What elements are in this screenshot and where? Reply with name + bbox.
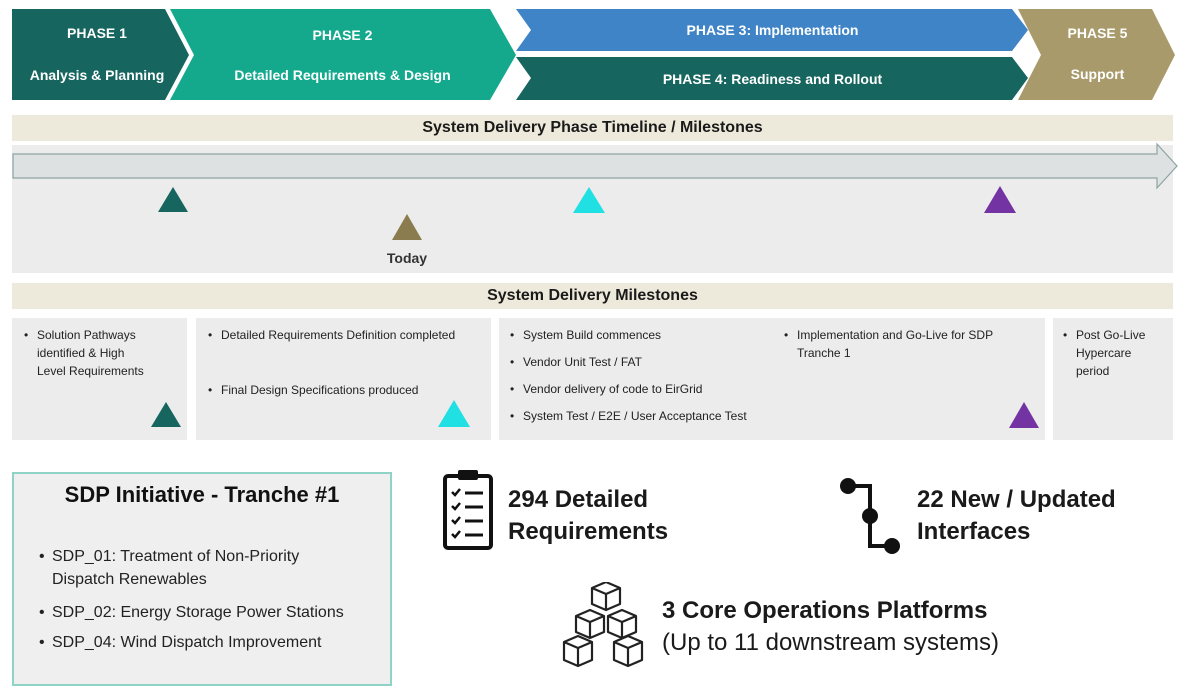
requirements-stat-line1: 294 Detailed	[508, 486, 649, 513]
milestone-item: Solution Pathways identified & High Leve…	[24, 326, 155, 380]
phase-5-title: PHASE 5	[1067, 25, 1128, 41]
milestone-item: System Test / E2E / User Acceptance Test	[510, 407, 783, 425]
phase-chevrons	[12, 9, 1175, 100]
milestones-title: System Delivery Milestones	[12, 283, 1173, 309]
today-marker	[392, 214, 422, 240]
phase-1-subtitle: Analysis & Planning	[29, 67, 165, 83]
milestone-marker-phase-1	[158, 187, 188, 212]
today-label: Today	[386, 250, 428, 266]
milestone-item: Final Design Specifications produced	[208, 381, 486, 399]
milestone-box-4-marker	[1009, 402, 1039, 428]
platforms-stat-line1: 3 Core Operations Platforms	[662, 597, 988, 624]
initiative-item: SDP_01: Treatment of Non-Priority Dispat…	[39, 545, 352, 591]
interfaces-stat-line1: 22 New / Updated	[917, 486, 1116, 513]
milestone-item: System Build commences	[510, 326, 773, 344]
phase-5-subtitle: Support	[1070, 66, 1125, 82]
phase-2-title: PHASE 2	[312, 27, 373, 43]
milestone-item: Detailed Requirements Definition complet…	[208, 326, 486, 344]
milestone-item: Vendor delivery of code to EirGrid	[510, 380, 773, 398]
phase-3-title: PHASE 3: Implementation	[686, 22, 859, 38]
timeline-title: System Delivery Phase Timeline / Milesto…	[12, 115, 1173, 141]
initiative-item: SDP_02: Energy Storage Power Stations	[39, 601, 382, 624]
phase-4-chevron	[516, 57, 1028, 100]
milestone-marker-phase-4	[984, 186, 1016, 213]
phase-5-chevron	[1018, 9, 1175, 100]
phase-1-title: PHASE 1	[67, 25, 127, 41]
checklist-icon	[443, 470, 493, 550]
cubes-icon	[562, 582, 644, 668]
milestone-box-1-marker	[151, 402, 181, 427]
phase-2-subtitle: Detailed Requirements & Design	[234, 67, 451, 83]
initiative-item: SDP_04: Wind Dispatch Improvement	[39, 631, 382, 654]
platforms-stat-line2: (Up to 11 downstream systems)	[662, 629, 999, 656]
timeline-arrow	[12, 142, 1178, 190]
milestone-item: Implementation and Go-Live for SDP Tranc…	[784, 326, 1022, 362]
requirements-stat-line2: Requirements	[508, 518, 669, 545]
phase-4-title: PHASE 4: Readiness and Rollout	[662, 71, 883, 87]
milestone-item: Vendor Unit Test / FAT	[510, 353, 773, 371]
milestone-marker-phase-3	[573, 187, 605, 213]
milestone-item: Post Go-Live Hypercare period	[1063, 326, 1166, 380]
phase-1-chevron	[12, 9, 189, 100]
initiative-title: SDP Initiative - Tranche #1	[64, 482, 340, 507]
connection-icon	[840, 478, 900, 554]
milestone-box-2-marker	[438, 400, 470, 427]
interfaces-stat-line2: Interfaces	[917, 518, 1031, 545]
phase-3-chevron	[516, 9, 1028, 51]
phase-2-chevron	[170, 9, 516, 100]
